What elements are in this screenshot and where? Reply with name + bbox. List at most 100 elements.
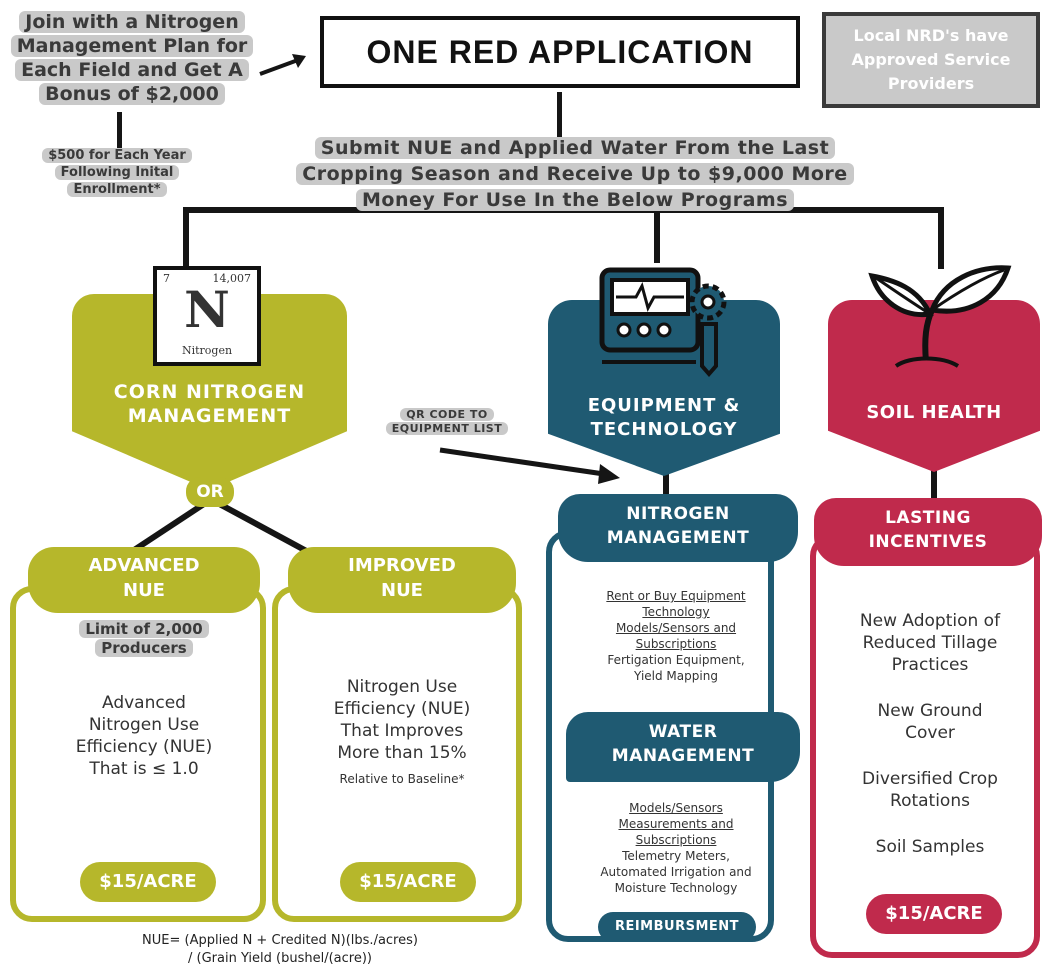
page-title: ONE RED APPLICATION xyxy=(320,16,800,88)
equipment-title-line: EQUIPMENT & xyxy=(587,395,741,416)
corn-title-line: CORN NITROGEN xyxy=(113,381,306,403)
nue-formula: NUE= (Applied N + Credited N)(lbs./acres… xyxy=(40,932,520,968)
soil-item-line: Soil Samples xyxy=(875,837,985,857)
nitrogen-detail-line: Technology xyxy=(642,605,710,619)
qr-code-note: QR CODE TO EQUIPMENT LIST xyxy=(382,408,512,436)
bonus-note-line: Following Inital xyxy=(54,165,180,180)
soil-health-title: SOIL HEALTH xyxy=(866,402,1002,423)
water-detail-line: Moisture Technology xyxy=(614,881,738,895)
improved-nue-line: More than 15% xyxy=(337,743,467,763)
plant-sprout-icon xyxy=(868,265,1012,368)
improved-nue-note: Relative to Baseline* xyxy=(339,772,465,786)
nrd-line: Providers xyxy=(887,74,975,93)
soil-item-line: New Ground xyxy=(877,701,983,721)
producer-limit: Limit of 2,000 Producers xyxy=(28,620,260,658)
bonus-note: $500 for Each Year Following Inital Enro… xyxy=(22,147,212,198)
soil-item-line: Reduced Tillage xyxy=(862,633,998,653)
advanced-nue-line: Nitrogen Use xyxy=(88,715,200,735)
advanced-nue-description: Advanced Nitrogen Use Efficiency (NUE) T… xyxy=(28,692,260,780)
submit-line: Money For Use In the Below Programs xyxy=(355,189,795,211)
improved-nue-line: That Improves xyxy=(340,721,464,741)
improved-nue-title-line: IMPROVED xyxy=(348,555,456,576)
reimbursement-badge: REIMBURSMENT xyxy=(598,912,756,942)
water-detail-line: Telemetry Meters, xyxy=(622,849,730,863)
join-line: Join with a Nitrogen xyxy=(19,11,245,33)
join-line: Bonus of $2,000 xyxy=(39,83,225,105)
incentives-title-line: LASTING xyxy=(885,508,971,528)
bonus-note-line: Enrollment* xyxy=(67,182,167,197)
advanced-nue-title-line: NUE xyxy=(123,580,165,601)
element-symbol: N xyxy=(184,280,230,339)
nitrogen-mgmt-title-line: MANAGEMENT xyxy=(606,528,750,548)
improved-nue-header: IMPROVED NUE xyxy=(288,547,516,613)
connector-equip-drop xyxy=(654,207,660,263)
soil-incentive-list: New Adoption of Reduced Tillage Practice… xyxy=(826,610,1034,882)
control-panel-gear-icon xyxy=(599,267,727,378)
connector-soil-sub xyxy=(931,466,937,506)
nitrogen-management-details: Rent or Buy Equipment Technology Models/… xyxy=(566,588,786,684)
water-mgmt-title-line: MANAGEMENT xyxy=(611,746,755,766)
nitrogen-detail-line: Rent or Buy Equipment xyxy=(606,589,746,603)
advanced-nue-header: ADVANCED NUE xyxy=(28,547,260,613)
connector-soil-drop xyxy=(938,207,944,269)
submit-line: Cropping Season and Receive Up to $9,000… xyxy=(296,163,854,185)
water-mgmt-title-line: WATER xyxy=(648,722,718,742)
join-line: Each Field and Get A xyxy=(15,59,249,81)
corn-title-line: MANAGEMENT xyxy=(127,405,292,427)
element-mass: 14,007 xyxy=(212,272,252,285)
nrd-line: Approved Service xyxy=(851,50,1011,69)
improved-nue-line: Efficiency (NUE) xyxy=(333,699,471,719)
or-branch-lines xyxy=(126,497,314,557)
join-bonus-callout: Join with a Nitrogen Management Plan for… xyxy=(8,10,256,106)
water-management-details: Models/Sensors Measurements and Subscrip… xyxy=(566,800,786,896)
formula-line: NUE= (Applied N + Credited N)(lbs./acres… xyxy=(142,933,418,948)
improved-nue-description: Nitrogen Use Efficiency (NUE) That Impro… xyxy=(288,676,516,790)
soil-health-rate: $15/ACRE xyxy=(866,894,1002,934)
submit-nue-banner: Submit NUE and Applied Water From the La… xyxy=(270,135,880,213)
arrow-icon xyxy=(259,54,306,76)
nitrogen-management-header: NITROGEN MANAGEMENT xyxy=(558,494,798,562)
advanced-nue-title-line: ADVANCED xyxy=(88,555,200,576)
nitrogen-detail-line: Yield Mapping xyxy=(634,669,718,683)
advanced-nue-line: That is ≤ 1.0 xyxy=(89,759,199,779)
connector-title-down xyxy=(557,92,562,140)
soil-incentives-card xyxy=(810,534,1040,958)
water-detail-line: Measurements and xyxy=(618,817,734,831)
producer-limit-line: Limit of 2,000 xyxy=(79,620,209,638)
nrd-line: Local NRD's have xyxy=(853,26,1009,45)
bonus-note-line: $500 for Each Year xyxy=(42,148,192,163)
advanced-nue-line: Advanced xyxy=(102,693,186,713)
water-detail-line: Automated Irrigation and xyxy=(600,865,752,879)
water-detail-line: Models/Sensors xyxy=(629,801,723,815)
soil-incentive-item: Diversified Crop Rotations xyxy=(826,768,1034,812)
element-name: Nitrogen xyxy=(181,344,233,357)
soil-incentive-item: New Ground Cover xyxy=(826,700,1034,744)
incentives-title-line: INCENTIVES xyxy=(868,532,988,552)
nitrogen-detail-line: Fertigation Equipment, xyxy=(607,653,745,667)
nitrogen-detail-line: Subscriptions xyxy=(635,637,717,651)
soil-item-line: Cover xyxy=(905,723,955,743)
nrd-providers-box: Local NRD's have Approved Service Provid… xyxy=(822,12,1040,108)
soil-health-banner xyxy=(828,300,1040,472)
producer-limit-line: Producers xyxy=(95,639,193,657)
equipment-technology-title: EQUIPMENT & TECHNOLOGY xyxy=(548,394,780,442)
soil-item-line: Practices xyxy=(891,655,969,675)
connector-corn-drop xyxy=(183,207,189,269)
element-number: 7 xyxy=(163,272,170,285)
nitrogen-detail-line: Models/Sensors and xyxy=(615,621,737,635)
connector-bonus-note xyxy=(117,112,122,148)
advanced-nue-line: Efficiency (NUE) xyxy=(75,737,213,757)
soil-incentive-item: Soil Samples xyxy=(826,836,1034,858)
or-badge: OR xyxy=(186,477,234,507)
qr-note-line: EQUIPMENT LIST xyxy=(385,422,509,435)
improved-nue-title-line: NUE xyxy=(381,580,423,601)
submit-line: Submit NUE and Applied Water From the La… xyxy=(314,137,836,159)
connector-equip-sub xyxy=(663,470,669,502)
advanced-nue-rate: $15/ACRE xyxy=(80,862,216,902)
soil-item-line: Diversified Crop xyxy=(862,769,998,789)
improved-nue-line: Nitrogen Use xyxy=(346,677,458,697)
water-detail-line: Subscriptions xyxy=(635,833,717,847)
water-management-header: WATER MANAGEMENT xyxy=(566,712,800,782)
corn-nitrogen-title: CORN NITROGEN MANAGEMENT xyxy=(72,380,347,428)
formula-line: / (Grain Yield (bushel/(acre)) xyxy=(188,951,372,966)
